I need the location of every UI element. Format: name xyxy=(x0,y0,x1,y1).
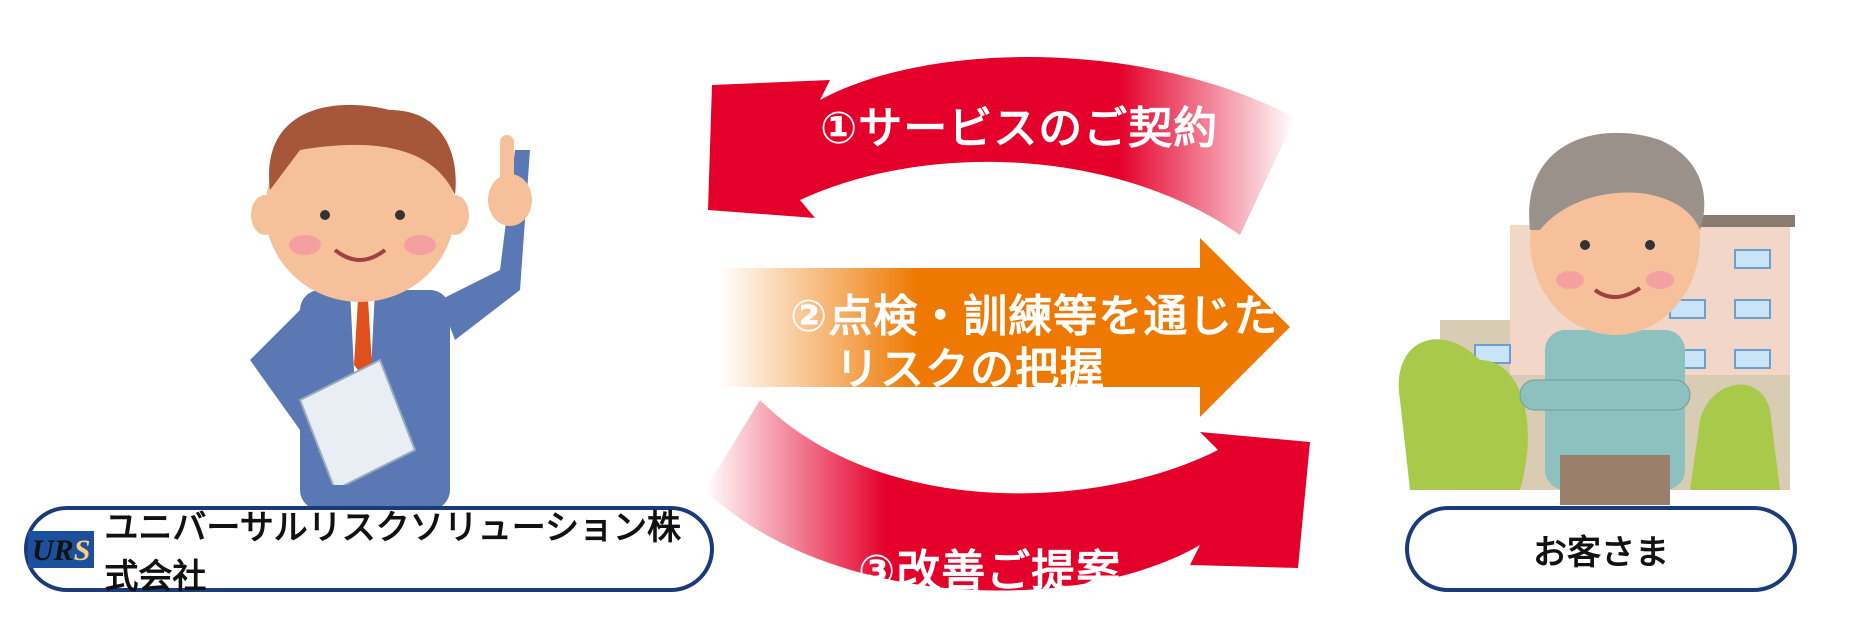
arrow-inspection xyxy=(720,238,1290,417)
step-3-label: ③改善ご提案 xyxy=(858,546,1122,597)
arrow-proposal xyxy=(705,400,1310,591)
step-1-label: ①サービスのご契約 xyxy=(820,103,1219,154)
customer-name: お客さま xyxy=(1533,532,1669,573)
customer-illustration xyxy=(1398,132,1795,505)
company-label-box: URS ユニバーサルリスクソリューション株式会社 xyxy=(24,506,714,597)
arrow-contract xyxy=(708,57,1295,235)
step-2-label-line1: ②点検・訓練等を通じた xyxy=(790,291,1279,342)
businessman-illustration xyxy=(250,104,532,510)
company-name: ユニバーサルリスクソリューション株式会社 xyxy=(104,508,682,597)
step-2-label-line2: リスクの把握 xyxy=(835,344,1105,395)
urs-logo: URS xyxy=(28,530,95,568)
customer-label-box: お客さま xyxy=(1405,506,1797,592)
